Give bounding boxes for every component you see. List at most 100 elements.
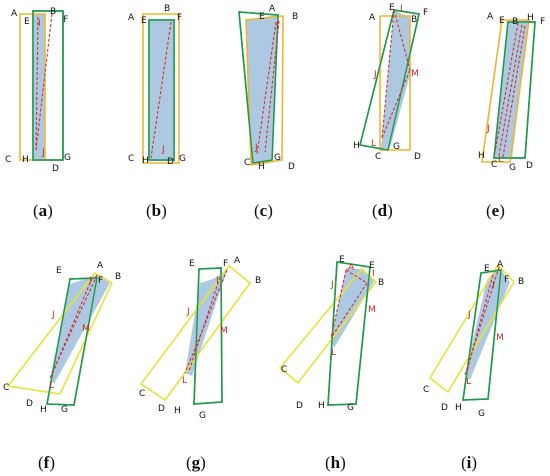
intersection-label-l: L [498,155,503,165]
vertex-label-g: G [347,403,354,413]
intersection-label-j: J [254,143,258,153]
yellow-rectangle [139,264,252,402]
vertex-label-c: C [244,158,250,168]
intersection-label-i: I [492,281,495,291]
vertex-label-c: C [423,385,429,395]
caption-g: (g) [186,453,206,472]
intersection-label-i: I [400,4,403,14]
intersection-label-j: J [373,70,377,80]
vertex-label-d: D [296,401,303,411]
overlap-region [494,20,529,158]
vertex-label-d: D [414,152,421,162]
vertex-label-h: H [142,156,149,166]
caption-b: (b) [146,201,167,220]
vertex-label-b: B [411,15,417,25]
vertex-label-a: A [11,9,18,19]
intersection-label-l: L [49,381,54,391]
vertex-label-g: G [478,409,485,419]
vertex-label-e: E [389,3,395,13]
vertex-label-d: D [167,157,174,167]
yellow-rectangle [278,267,378,385]
vertex-label-c: C [281,365,287,375]
vertex-label-e: E [499,16,505,26]
intersection-label-l: L [466,377,471,387]
green-rectangle-outline [327,261,371,406]
green-rectangle-outline [462,269,502,401]
vertex-label-h: H [40,405,47,415]
intersection-label-j: J [41,148,45,158]
vertex-label-a: A [487,12,494,22]
dashed-diagonal [150,21,172,159]
vertex-label-g: G [274,153,281,163]
intersection-label-m: M [496,333,504,343]
dashed-diagonal [381,9,395,139]
intersection-label-i: I [372,269,375,279]
dashed-diagonal [188,276,221,372]
intersection-label-l: L [182,376,187,386]
dashed-diagonal [184,269,228,374]
dashed-diagonal [49,274,98,379]
vertex-label-c: C [491,160,497,170]
vertex-label-e: E [339,255,345,265]
vertex-label-f: F [63,15,68,25]
vertex-label-a: A [128,13,135,23]
vertex-label-c: C [3,383,9,393]
dashed-diagonal [35,13,53,151]
intersection-label-i: I [276,21,279,31]
vertex-label-a: A [234,256,241,266]
intersection-label-i: I [38,19,41,29]
vertex-label-g: G [393,142,400,152]
dashed-diagonal [330,282,368,339]
yellow-rectangle [481,19,530,163]
vertex-label-e: E [369,261,375,271]
green-rectangle-outline [148,19,175,161]
intersection-label-j: J [330,280,334,290]
vertex-label-b: B [164,4,170,14]
vertex-label-b: B [50,7,56,17]
vertex-label-h: H [478,151,485,161]
vertex-label-a: A [97,261,104,271]
vertex-label-d: D [526,161,533,171]
vertex-label-f: F [98,276,103,286]
vertex-label-d: D [26,399,33,409]
vertex-label-c: C [375,152,381,162]
vertex-label-d: D [52,164,59,174]
intersection-label-m: M [220,326,228,336]
caption-c: (c) [254,201,273,220]
vertex-label-h: H [258,162,265,172]
overlap-region [381,10,410,148]
vertex-label-f: F [504,275,509,285]
vertex-label-d: D [288,162,295,172]
dashed-diagonal [381,69,411,139]
intersection-label-i: I [216,276,219,286]
caption-a: (a) [33,201,53,220]
dashed-diagonal [502,25,526,158]
intersection-label-i: I [89,276,92,286]
green-rectangle-outline [359,9,420,151]
dashed-diagonal [35,16,39,151]
dashed-diagonal [498,24,523,156]
intersection-label-m: M [411,69,419,79]
captions-group: (a) (b) (c) (d) (e) (f) (g) (h) (i) [33,201,505,472]
vertex-label-a: A [269,4,276,14]
caption-e: (e) [486,201,505,220]
vertex-label-b: B [512,17,518,27]
vertex-label-e: E [24,17,30,27]
vertex-label-h: H [455,403,462,413]
dashed-diagonal [393,9,411,71]
dashed-diagonal [52,277,93,373]
yellow-rectangle [6,271,114,395]
dashed-diagonal [256,21,277,156]
vertex-label-e: E [56,266,62,276]
intersection-label-l: L [371,139,376,149]
caption-d: (d) [372,201,393,220]
